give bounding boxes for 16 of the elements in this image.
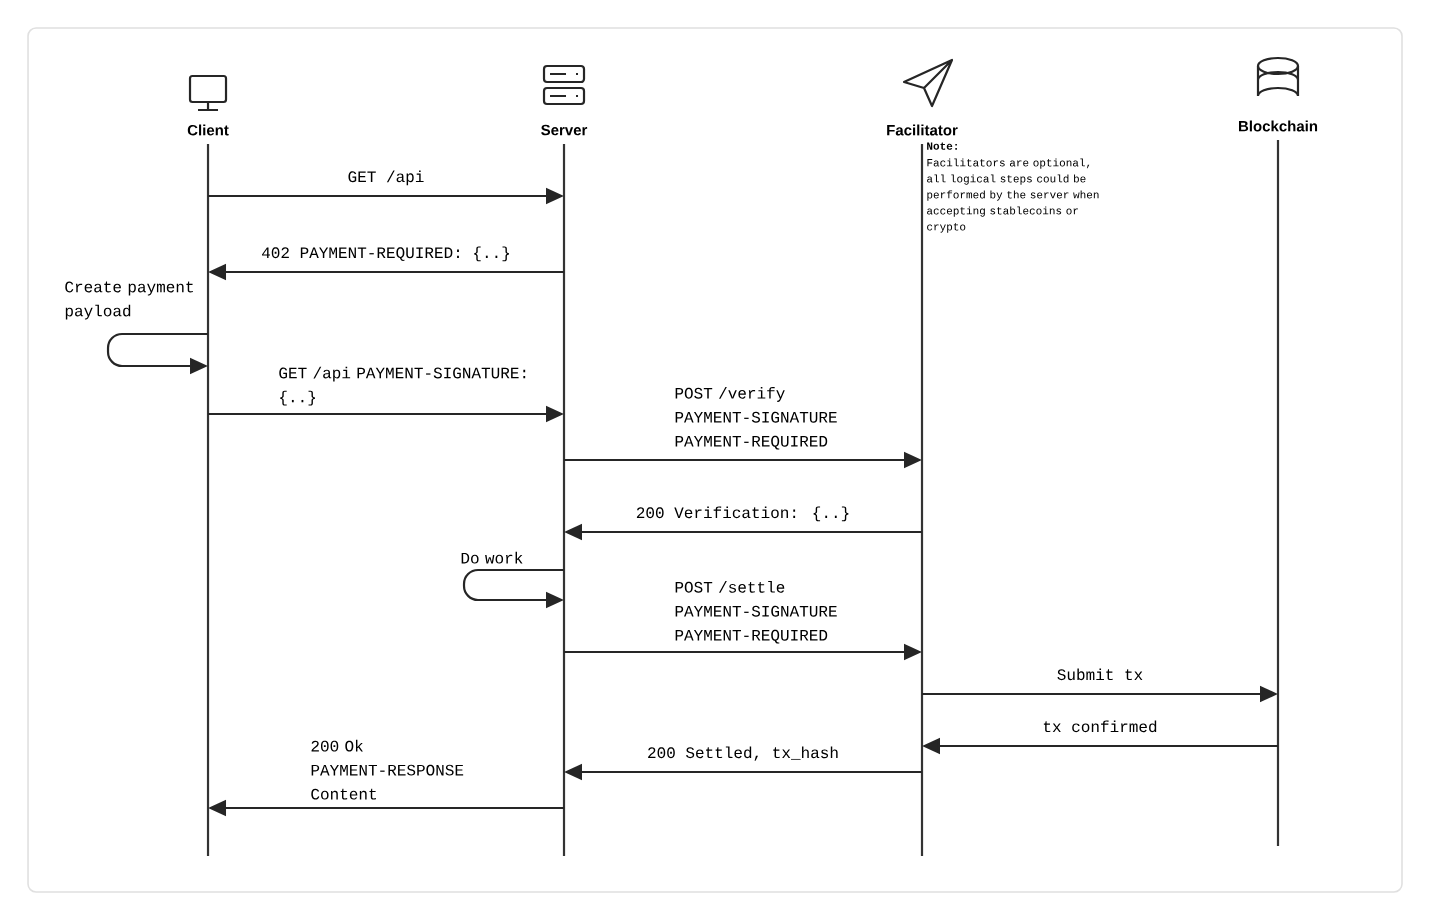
- edge-label: POST /settle PAYMENT-SIGNATURE PAYMENT-REQUIRED: [675, 580, 837, 644]
- edge-label: 200 Verification: {..}: [636, 506, 849, 522]
- edge-label: 200 Ok PAYMENT-RESPONSE Content: [311, 739, 464, 800]
- edge-label: 402 PAYMENT-REQUIRED: {..}: [262, 246, 509, 262]
- edge-label: Do work: [461, 551, 523, 564]
- lifeline: [206, 144, 210, 856]
- edge-label: GET /api PAYMENT-SIGNATURE: {..}: [279, 366, 526, 406]
- edge-label: POST /verify PAYMENT-SIGNATURE PAYMENT-REQUIRED: [675, 386, 837, 450]
- lifeline: [562, 144, 566, 856]
- lifeline: [920, 144, 924, 856]
- edge-label: Submit tx: [1057, 668, 1143, 681]
- lifeline: [1276, 140, 1280, 846]
- edge-label: Create payment payload: [65, 281, 193, 320]
- edge-label: GET /api: [348, 170, 424, 186]
- edge-label: tx confirmed: [1043, 720, 1157, 733]
- edge-label: 200 Settled, tx_hash: [648, 746, 838, 761]
